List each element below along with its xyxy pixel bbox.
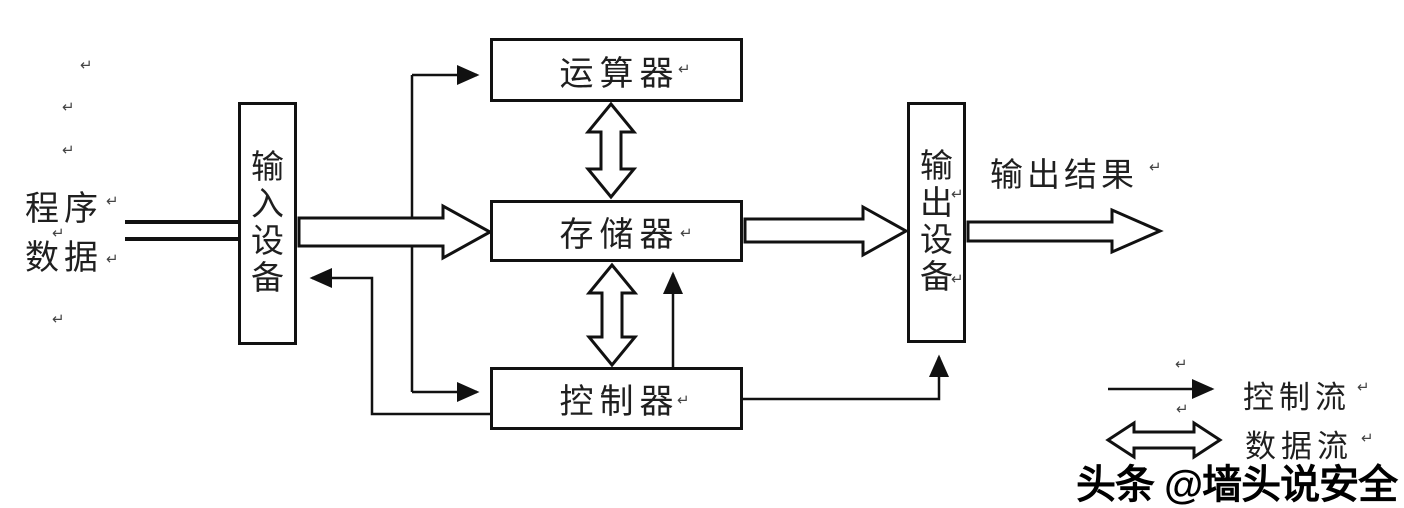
paragraph-mark-icon: ↵ bbox=[106, 250, 119, 268]
data-arrow-input-to-memory bbox=[297, 203, 494, 261]
data-label: 数据 bbox=[25, 240, 103, 277]
paragraph-mark-icon: ↵ bbox=[1361, 429, 1374, 447]
legend-control-flow-label: 控制流 bbox=[1243, 380, 1351, 415]
paragraph-mark-icon: ↵ bbox=[52, 224, 65, 242]
paragraph-mark-icon: ↵ bbox=[677, 391, 690, 409]
paragraph-mark-icon: ↵ bbox=[1149, 158, 1162, 176]
node-output-device: 输出设备 bbox=[907, 102, 966, 343]
node-input-device: 输入设备 bbox=[238, 102, 297, 345]
node-output-device-label: 输出设备 bbox=[920, 148, 953, 296]
node-controller: 控制器 bbox=[490, 367, 743, 430]
paragraph-mark-icon: ↵ bbox=[52, 310, 65, 328]
paragraph-mark-icon: ↵ bbox=[951, 270, 964, 288]
paragraph-mark-icon: ↵ bbox=[62, 98, 75, 116]
data-arrow-memory-alu-bidirectional bbox=[584, 101, 638, 200]
paragraph-mark-icon: ↵ bbox=[106, 192, 119, 210]
legend-data-flow-arrow bbox=[1105, 420, 1223, 460]
paragraph-mark-icon: ↵ bbox=[1175, 355, 1188, 373]
legend-data-flow-label: 数据流 bbox=[1245, 429, 1353, 464]
data-arrow-memory-controller-bidirectional bbox=[585, 262, 639, 368]
node-controller-label: 控制器 bbox=[559, 384, 680, 421]
program-label: 程序 bbox=[25, 191, 103, 228]
arrow-controller-to-output-device bbox=[743, 354, 949, 401]
paragraph-mark-icon: ↵ bbox=[1176, 400, 1189, 418]
paragraph-mark-icon: ↵ bbox=[1357, 378, 1370, 396]
node-memory-label: 存储器 bbox=[559, 216, 680, 254]
node-input-device-label: 输入设备 bbox=[251, 149, 284, 297]
data-arrow-output-result bbox=[966, 207, 1164, 255]
paragraph-mark-icon: ↵ bbox=[680, 224, 693, 242]
watermark-text: 头条 @墙头说安全 bbox=[1076, 463, 1398, 507]
paragraph-mark-icon: ↵ bbox=[62, 141, 75, 159]
arrow-controller-to-input-device bbox=[309, 268, 490, 416]
paragraph-mark-icon: ↵ bbox=[80, 56, 93, 74]
node-memory: 存储器 bbox=[490, 200, 743, 262]
output-result-label: 输出结果 bbox=[990, 158, 1138, 194]
node-alu: 运算器 bbox=[490, 38, 743, 102]
data-arrow-memory-to-output bbox=[743, 204, 910, 258]
paragraph-mark-icon: ↵ bbox=[951, 185, 964, 203]
paragraph-mark-icon: ↵ bbox=[678, 60, 691, 78]
node-alu-label: 运算器 bbox=[559, 55, 680, 93]
